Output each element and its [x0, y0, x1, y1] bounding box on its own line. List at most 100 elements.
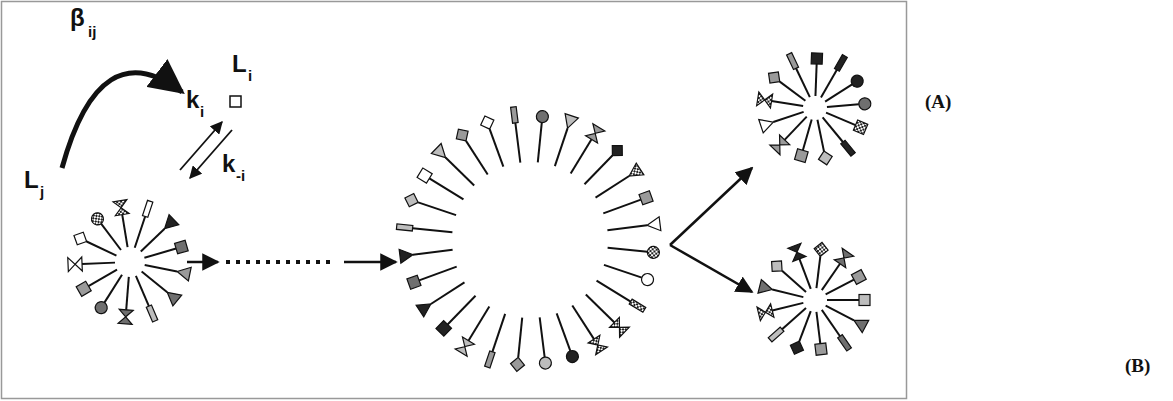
symbol-label: L [24, 168, 39, 192]
lipid-tail [586, 294, 615, 322]
lipid-assembly [757, 242, 870, 357]
panel-label: (A) [925, 92, 951, 111]
lipid-tail [796, 68, 810, 97]
lipid-head [640, 272, 655, 287]
lipid-tail [540, 317, 545, 357]
lipid-tail [584, 156, 612, 185]
free-lipid [230, 96, 241, 107]
lipid-tail [826, 280, 854, 295]
lipid-head [175, 240, 189, 254]
lipid-head [788, 339, 806, 357]
lipid-tail [419, 267, 457, 281]
symbol-label: L [232, 52, 247, 76]
lipid-head [511, 107, 519, 124]
lipid-head [838, 335, 852, 351]
lipid-head [453, 125, 472, 144]
lipid-tail [826, 113, 855, 125]
lipid-head [539, 356, 552, 369]
symbol-label: -i [236, 168, 245, 183]
lipid-head [610, 317, 630, 337]
lipid-tail [571, 139, 592, 173]
lipid-tail [785, 117, 807, 140]
lipid-tail [557, 313, 571, 351]
lipid-tail [803, 120, 812, 151]
dotted-path [226, 260, 336, 264]
lipid-tail [827, 104, 859, 107]
lipid-tail [448, 296, 476, 325]
lipid-head [758, 280, 774, 297]
lipid-tail [799, 311, 810, 341]
lipid-head [853, 120, 867, 134]
lipid-head [764, 68, 784, 88]
symbol-label: ij [88, 24, 96, 39]
lipid-head [417, 168, 432, 183]
lipid-head [834, 248, 853, 267]
lipid-head [811, 53, 822, 64]
lipid-head [588, 335, 607, 354]
lipid-tail [817, 120, 823, 151]
symbol-label: i [248, 68, 252, 83]
lipid-tail [772, 101, 804, 106]
lipid-head [68, 257, 83, 272]
lipid-tail [104, 275, 122, 303]
lipid-tail [518, 318, 522, 358]
lipid-tail [821, 70, 837, 98]
lipid-head [561, 114, 578, 131]
lipid-tail [136, 276, 149, 306]
lipid-tail [572, 306, 594, 340]
lipid-tail [604, 265, 642, 278]
lipid-head [485, 351, 495, 368]
lipid-head [163, 287, 182, 306]
lipid-head [478, 114, 496, 132]
lipid-tail [142, 271, 168, 292]
lipid-head [639, 191, 653, 205]
lipid-tail [822, 310, 840, 336]
lipid-tail [782, 271, 806, 292]
fission-arrow [670, 168, 752, 245]
lipid-head [646, 217, 661, 233]
fission-arrow [670, 245, 752, 292]
lipid-head [586, 124, 605, 143]
lipid-head [160, 215, 179, 234]
lipid-tail [466, 141, 488, 175]
lipid-tail [126, 277, 129, 310]
symbol-label: i [200, 104, 204, 119]
lipid-tail [141, 229, 165, 252]
lipid-tail [596, 176, 630, 198]
rate-arrow [180, 122, 222, 170]
lipid-assembly [396, 107, 660, 372]
lipid-head [851, 314, 869, 332]
lipid-tail [101, 224, 121, 250]
symbol-label: β [70, 6, 85, 30]
lipid-tail [492, 314, 505, 352]
lipid-head [436, 321, 452, 337]
lipid-head [834, 55, 847, 72]
symbol-label: k [222, 152, 235, 176]
lipid-head [142, 200, 152, 217]
lipid-head [113, 200, 129, 216]
lipid-tail [603, 200, 641, 214]
lipid-tail [87, 241, 117, 255]
lipid-tail [816, 312, 820, 344]
lipid-tail [538, 123, 542, 163]
lipid-tail [823, 117, 843, 142]
lipid-head [768, 327, 784, 342]
lipid-tail [827, 299, 859, 301]
lipid-head [71, 229, 90, 248]
lipid-tail [413, 250, 453, 255]
lipid-head [431, 143, 450, 162]
lipid-head [757, 92, 773, 108]
lipid-head [607, 141, 627, 161]
lipid-tail [144, 249, 176, 258]
lipid-head [858, 97, 871, 110]
lipid-tail [446, 158, 475, 186]
lipid-head [146, 305, 157, 322]
lipid-tail [413, 228, 453, 232]
lipid-tail [145, 265, 177, 272]
lipid-head [759, 115, 776, 132]
lipid-head [176, 265, 192, 281]
lipid-tail [431, 282, 465, 304]
lipid-tail [772, 303, 803, 311]
lipid-head [629, 299, 646, 312]
